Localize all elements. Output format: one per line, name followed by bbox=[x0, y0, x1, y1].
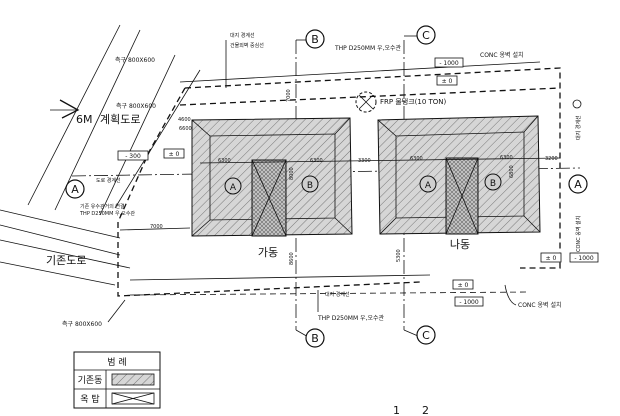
bottom-mark-1: 1 bbox=[393, 404, 400, 416]
building-name: 가동 bbox=[258, 246, 278, 259]
notes-right: 대지 경계선 CONC 옹벽 설치 bbox=[572, 99, 582, 252]
road-label-planned: 6M 계획도로 bbox=[76, 113, 140, 126]
dim-6300-d: 6300 bbox=[500, 155, 513, 161]
level-markers: - 1000 ± 0 - 300 ± 0 ± 0 - 1000 ± 0 - 10… bbox=[117, 57, 599, 307]
zone-label: A bbox=[230, 183, 237, 193]
legend-item-1: 기존동 bbox=[78, 375, 103, 386]
grid-bubble-b-top: B bbox=[305, 29, 325, 49]
level-right: ± 0 bbox=[546, 255, 557, 262]
conc-label-top: CONC 옹벽 설치 bbox=[480, 51, 524, 59]
legend-title: 범 례 bbox=[107, 357, 126, 368]
ditch-label-top: 측구 800X600 bbox=[115, 56, 155, 64]
grid-label: A bbox=[71, 183, 79, 196]
conc-label-right: CONC 옹벽 설치 bbox=[575, 216, 582, 252]
grid-label: C bbox=[422, 329, 430, 342]
legend-item-2: 옥 탑 bbox=[80, 393, 99, 405]
dim-4600: 4600 bbox=[178, 117, 191, 123]
level-top-right-2: ± 0 bbox=[442, 78, 453, 85]
road-lines bbox=[0, 24, 201, 286]
dim-6300-a: 6300 bbox=[218, 158, 231, 164]
dim-6300-c: 6300 bbox=[410, 156, 423, 162]
grid-label: B bbox=[311, 33, 319, 46]
dim-6300-b: 6300 bbox=[310, 158, 323, 164]
grid-label: C bbox=[422, 29, 430, 42]
note-left-1: 도로 경계선 bbox=[96, 177, 121, 184]
dim-3300: 3300 bbox=[358, 158, 371, 164]
dim-8000: 8000 bbox=[289, 167, 295, 180]
pipe-label-left: THP D250MM 우,오수관 bbox=[79, 210, 135, 217]
zone-label: B bbox=[307, 181, 313, 191]
pipe-label-bottom: THP D250MM 우,오수관 bbox=[317, 314, 385, 322]
building-ga: A B 가동 bbox=[191, 117, 353, 259]
zone-label: B bbox=[490, 179, 496, 189]
note-bottom-1: 대지 경계선 bbox=[325, 291, 350, 298]
note-top-2: 건물외벽 중심선 bbox=[230, 42, 264, 49]
conc-label-bottom: CONC 옹벽 설치 bbox=[518, 301, 562, 309]
level-bottom-mid-2: - 1000 bbox=[459, 299, 479, 306]
ditch-label-bottom: 측구 800X600 bbox=[62, 320, 102, 328]
ditch-label-mid: 측구 800X600 bbox=[116, 102, 156, 110]
note-right-1: 대지 경계선 bbox=[575, 115, 582, 140]
notes-top: 대지 경계선 건물외벽 중심선 THP D250MM 우,오수관 CONC 옹벽… bbox=[225, 32, 524, 88]
frp-tank: FRP 물탱크(10 TON) bbox=[355, 91, 447, 113]
notes-left: 도로 경계선 기존 유수관거의 연결 THP D250MM 우,오수관 bbox=[79, 177, 135, 217]
frp-label: FRP 물탱크(10 TON) bbox=[380, 97, 447, 106]
grid-bubble-a-left: A bbox=[65, 179, 85, 199]
north-arrow-icon bbox=[50, 99, 80, 119]
level-top-right: - 1000 bbox=[439, 60, 459, 67]
note-left-2: 기존 유수관거의 연결 bbox=[80, 203, 125, 210]
dim-5300: 5300 bbox=[396, 249, 402, 262]
legend: 범 례 기존동 옥 탑 bbox=[73, 351, 161, 409]
grid-bubble-c-top: C bbox=[416, 25, 436, 45]
legend-swatch-hatch bbox=[111, 373, 155, 386]
dimensions: 6300 6300 6300 6300 3300 3200 4600 6600 … bbox=[119, 89, 561, 265]
bottom-mark-2: 2 bbox=[422, 404, 429, 416]
level-left: - 300 bbox=[125, 153, 141, 160]
road-label-existing: 기존도로 bbox=[46, 254, 86, 267]
grid-bubble-a-right: A bbox=[568, 174, 588, 194]
dim-6600: 6600 bbox=[179, 126, 192, 132]
planned-road: 계획도로 bbox=[100, 113, 140, 126]
level-left-2: ± 0 bbox=[169, 151, 180, 158]
building-name: 나동 bbox=[450, 238, 470, 251]
grid-label: A bbox=[574, 178, 582, 191]
zone-label: A bbox=[425, 181, 432, 191]
dim-7000-l: 7000 bbox=[150, 224, 163, 230]
dim-8600: 8600 bbox=[289, 252, 295, 265]
grid-label: B bbox=[311, 332, 319, 345]
survey-mark: 6M bbox=[76, 113, 93, 126]
note-top-1: 대지 경계선 bbox=[230, 32, 255, 39]
dim-7000-r: 7000 bbox=[286, 89, 292, 102]
grid-bubble-c-bottom: C bbox=[416, 325, 436, 345]
grid-bubble-b-bottom: B bbox=[305, 328, 325, 348]
level-bottom-mid: ± 0 bbox=[458, 282, 469, 289]
dim-3200: 3200 bbox=[545, 156, 558, 162]
notes-bottom: 대지 경계선 THP D250MM 우,오수관 CONC 옹벽 설치 bbox=[317, 284, 562, 322]
pipe-label-top: THP D250MM 우,오수관 bbox=[334, 44, 402, 52]
dim-6800: 6800 bbox=[509, 165, 515, 178]
level-right-2: - 1000 bbox=[574, 255, 594, 262]
building-na: A B 나동 bbox=[377, 115, 541, 251]
